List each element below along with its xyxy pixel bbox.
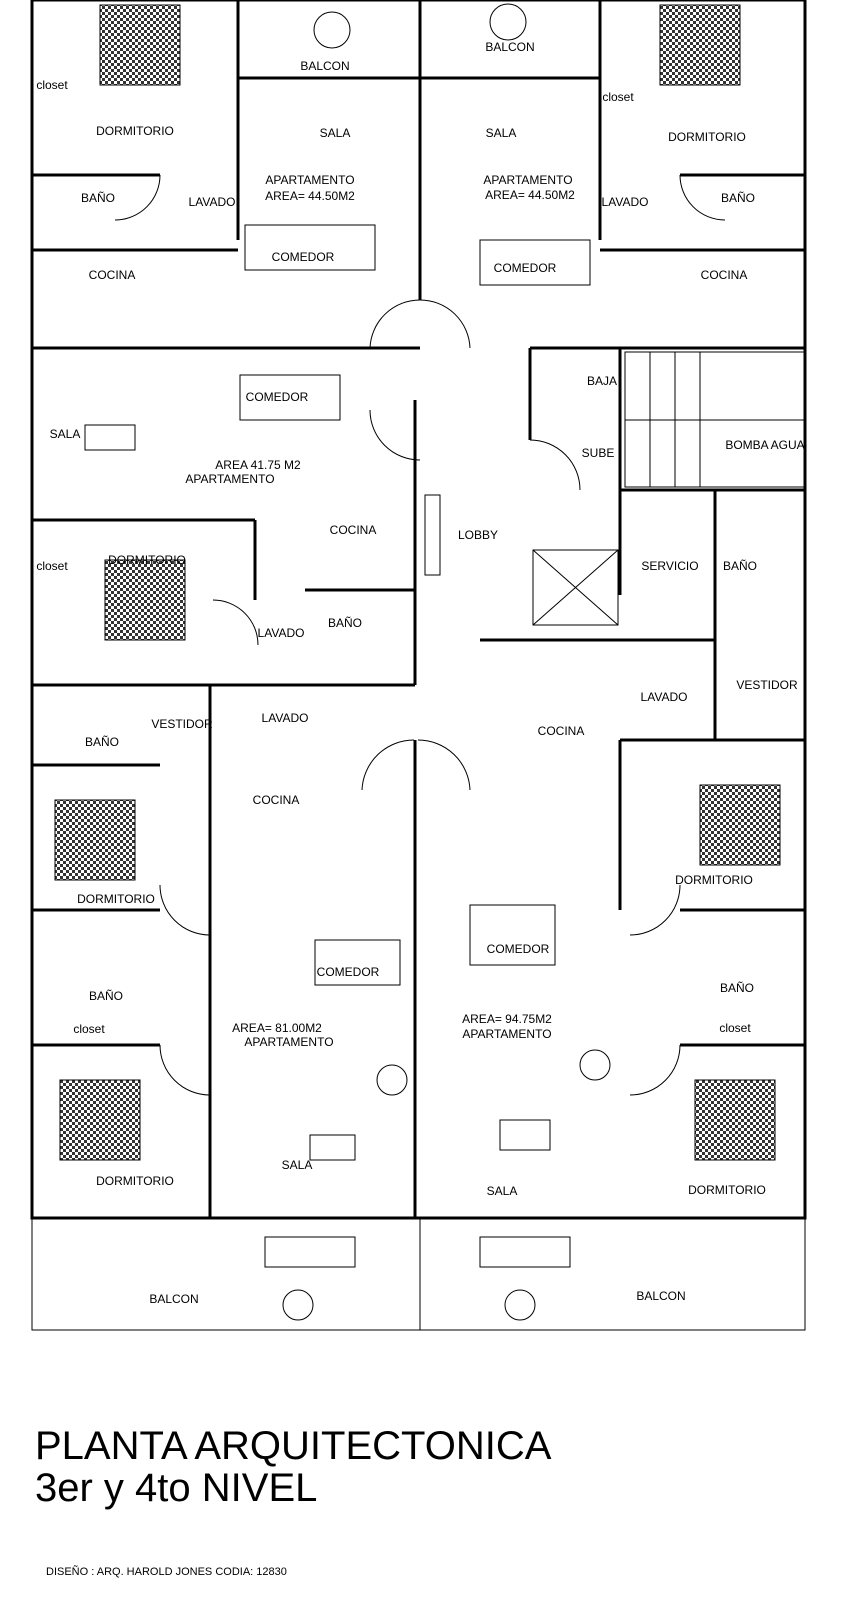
room-label: LOBBY <box>458 528 498 542</box>
room-label: APARTAMENTO <box>483 173 572 187</box>
room-label: DORMITORIO <box>108 553 186 567</box>
room-label: BOMBA AGUA <box>725 438 804 452</box>
walls <box>30 0 807 1331</box>
room-label: DORMITORIO <box>688 1183 766 1197</box>
beds <box>54 4 781 1161</box>
room-label: COMEDOR <box>272 250 335 264</box>
room-label: SALA <box>282 1158 313 1172</box>
room-label: VESTIDOR <box>736 678 798 692</box>
room-label: SALA <box>50 427 81 441</box>
design-credit: DISEÑO : ARQ. HAROLD JONES CODIA: 12830 <box>46 1566 287 1578</box>
room-label: BALCON <box>636 1289 685 1303</box>
room-label: APARTAMENTO <box>462 1027 551 1041</box>
room-label: BAÑO <box>89 989 123 1003</box>
room-label: COCINA <box>538 724 585 738</box>
room-label: DORMITORIO <box>96 124 174 138</box>
room-label: LAVADO <box>262 711 309 725</box>
room-label: BAÑO <box>85 735 119 749</box>
room-label: COCINA <box>701 268 748 282</box>
room-label: SALA <box>486 126 517 140</box>
room-label: DORMITORIO <box>668 130 746 144</box>
room-label: BAÑO <box>720 981 754 995</box>
room-label: LAVADO <box>602 195 649 209</box>
room-label: SALA <box>320 126 351 140</box>
room-label: BAÑO <box>81 191 115 205</box>
room-label: COMEDOR <box>494 261 557 275</box>
room-label: COMEDOR <box>317 965 380 979</box>
floor-plan: closet DORMITORIO BALCON SALA APARTAMENT… <box>30 0 807 1331</box>
room-label: DORMITORIO <box>96 1174 174 1188</box>
room-label: LAVADO <box>189 195 236 209</box>
room-label: closet <box>73 1022 105 1036</box>
stairs <box>532 351 806 626</box>
room-label: closet <box>719 1021 751 1035</box>
room-label: AREA= 81.00M2 <box>232 1021 322 1035</box>
room-label: AREA 41.75 M2 <box>215 458 301 472</box>
room-label: AREA= 94.75M2 <box>462 1012 552 1026</box>
room-label: COMEDOR <box>246 390 309 404</box>
room-label: VESTIDOR <box>151 717 213 731</box>
room-label: COCINA <box>89 268 136 282</box>
room-label: AREA= 44.50M2 <box>485 188 575 202</box>
room-label: COCINA <box>330 523 377 537</box>
room-label: APARTAMENTO <box>244 1035 333 1049</box>
room-label: AREA= 44.50M2 <box>265 189 355 203</box>
room-label: closet <box>36 559 68 573</box>
room-label: BAJA <box>587 374 617 388</box>
room-label: COMEDOR <box>487 942 550 956</box>
plan-title: PLANTA ARQUITECTONICA <box>35 1424 552 1468</box>
plan-subtitle: 3er y 4to NIVEL <box>35 1466 318 1510</box>
room-label: BALCON <box>300 59 349 73</box>
room-label: closet <box>602 90 634 104</box>
room-label: SALA <box>487 1184 518 1198</box>
room-label: APARTAMENTO <box>185 472 274 486</box>
room-label: BALCON <box>485 40 534 54</box>
room-label: BALCON <box>149 1292 198 1306</box>
room-label: DORMITORIO <box>77 892 155 906</box>
doors <box>114 174 726 1096</box>
room-label: closet <box>36 78 68 92</box>
room-label: COCINA <box>253 793 300 807</box>
furniture <box>84 3 611 1321</box>
room-label: LAVADO <box>258 626 305 640</box>
room-label: BAÑO <box>328 616 362 630</box>
room-label: DORMITORIO <box>675 873 753 887</box>
room-label: SUBE <box>582 446 615 460</box>
room-label: BAÑO <box>721 191 755 205</box>
room-labels: closet DORMITORIO BALCON SALA APARTAMENT… <box>36 40 804 1306</box>
room-label: LAVADO <box>641 690 688 704</box>
room-label: BAÑO <box>723 559 757 573</box>
room-label: APARTAMENTO <box>265 173 354 187</box>
room-label: SERVICIO <box>641 559 698 573</box>
